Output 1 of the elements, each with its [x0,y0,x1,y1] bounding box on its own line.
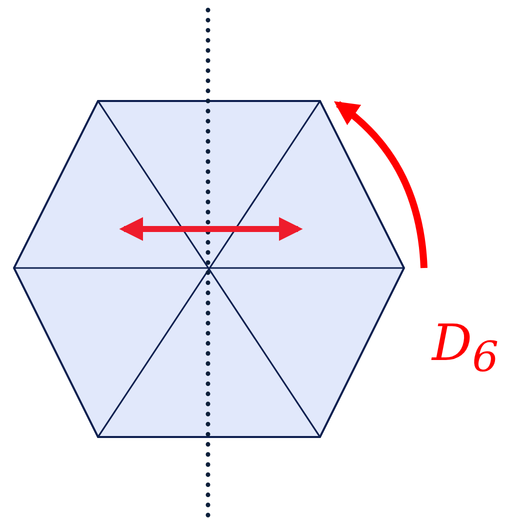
group-symbol: D$_{6}$ [432,318,499,378]
